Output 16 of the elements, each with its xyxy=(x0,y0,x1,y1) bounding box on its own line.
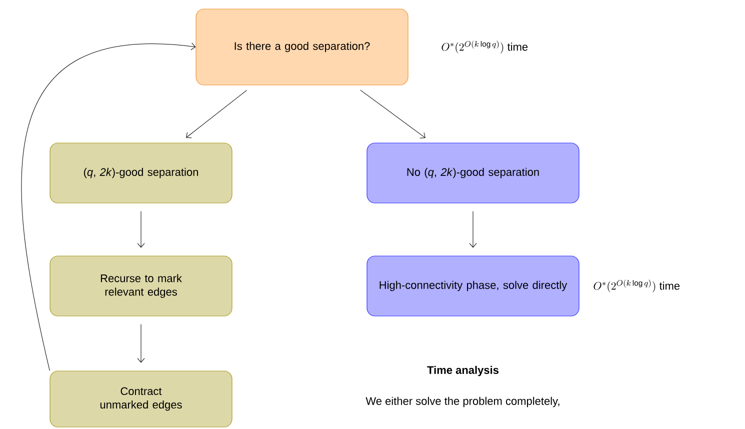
time-bound-label: $O^*(2^{O(k \log q)})\ \mathrm{time}$ xyxy=(594,280,680,292)
arrow xyxy=(137,211,145,248)
time-bound-label: $O^*(2^{O(k \log q)})\ \mathrm{time}$ xyxy=(442,40,528,54)
process-box: High-connectivity phase, solve directly xyxy=(366,256,580,316)
arrow xyxy=(137,324,145,363)
body-text: We either solve the problem completely, xyxy=(366,396,560,408)
process-box: Is there a good separation? xyxy=(196,8,408,86)
process-box: No (q, 2k)-good separation xyxy=(366,142,580,204)
section-heading: Time analysis xyxy=(427,366,499,376)
arrow xyxy=(360,90,426,138)
process-box: (q, 2k)-good separation xyxy=(50,142,232,204)
arrow xyxy=(186,90,248,138)
arrow xyxy=(21,42,196,371)
process-box: Contract unmarked edges xyxy=(50,370,232,428)
arrow xyxy=(469,211,477,248)
process-box: Recurse to mark relevant edges xyxy=(50,256,232,316)
